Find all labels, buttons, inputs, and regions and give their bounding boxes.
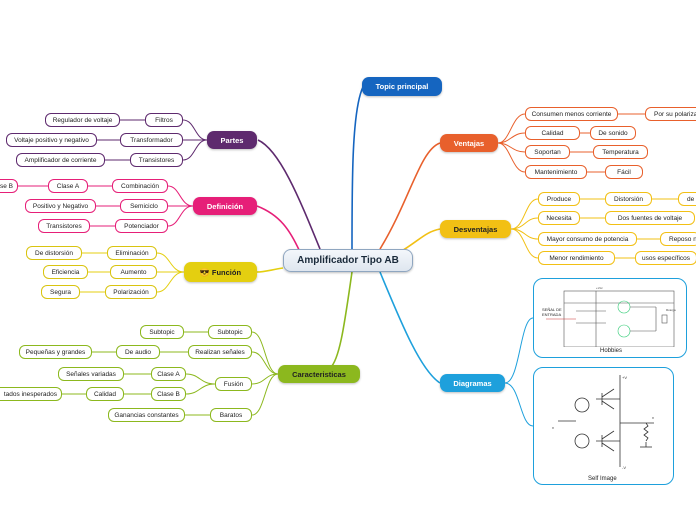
definicion-item[interactable]: Semiciclo [120, 199, 168, 213]
definicion-subsubitem[interactable]: se B [0, 179, 18, 193]
definicion-item[interactable]: Potenciador [115, 219, 168, 233]
desventajas-item[interactable]: Mayor consumo de potencia [538, 232, 637, 246]
ventajas-item[interactable]: Consumen menos corriente [525, 107, 618, 121]
ventajas-subitem[interactable]: De sonido [590, 126, 636, 140]
topic-funcion-label: Función [211, 267, 242, 277]
funcion-subitem[interactable]: Eficiencia [43, 265, 88, 279]
signal-input-label: SEÑAL DE ENTRADA [542, 307, 562, 317]
partes-item[interactable]: Transformador [120, 133, 183, 147]
transistor-schematic-icon: +V -V v v [552, 375, 654, 470]
definicion-subitem[interactable]: Positivo y Negativo [25, 199, 96, 213]
caracteristicas-item[interactable]: Realizan señales [188, 345, 252, 359]
central-topic[interactable]: Amplificador Tipo AB [283, 249, 413, 272]
topic-ventajas[interactable]: Ventajas [440, 134, 498, 152]
caracteristicas-subsubitem[interactable]: Pequeñas y grandes [19, 345, 92, 359]
topic-definicion[interactable]: Definición [193, 197, 257, 215]
funcion-subitem[interactable]: De distorsión [26, 246, 82, 260]
caracteristicas-subitem[interactable]: Ganancias constantes [108, 408, 185, 422]
amplifier-schematic-icon: +Vcc Rcarga [546, 286, 676, 347]
svg-text:v: v [652, 415, 654, 420]
caracteristicas-subitem[interactable]: Subtopic [140, 325, 184, 339]
ventajas-subitem[interactable]: Temperatura [593, 145, 648, 159]
partes-subitem[interactable]: Regulador de voltaje [45, 113, 120, 127]
topic-desventajas[interactable]: Desventajas [440, 220, 511, 238]
caracteristicas-subitem[interactable]: Clase B [151, 387, 186, 401]
desventajas-subsubitem[interactable]: de [678, 192, 696, 206]
funcion-item[interactable]: Eliminación [107, 246, 157, 260]
desventajas-item[interactable]: Produce [538, 192, 580, 206]
desventajas-subitem[interactable]: usos específicos [635, 251, 696, 265]
circuit-diagram-image[interactable]: +Vcc Rcarga SEÑAL DE ENTRADA Hobbies [533, 278, 687, 358]
topic-diagramas[interactable]: Diagramas [440, 374, 505, 392]
svg-text:+V: +V [622, 375, 627, 380]
definicion-subitem[interactable]: Clase A [48, 179, 88, 193]
funcion-item[interactable]: Polarización [105, 285, 157, 299]
svg-text:v: v [552, 425, 554, 430]
caracteristicas-subsubitem[interactable]: Señales variadas [58, 367, 124, 381]
partes-subitem[interactable]: Amplificador de corriente [16, 153, 105, 167]
ventajas-item[interactable]: Calidad [525, 126, 580, 140]
caracteristicas-item[interactable]: Fusión [215, 377, 252, 391]
partes-item[interactable]: Transistores [130, 153, 183, 167]
sunglasses-emoji-icon: 😎 [199, 267, 210, 277]
funcion-item[interactable]: Aumento [110, 265, 157, 279]
caracteristicas-item[interactable]: Baratos [210, 408, 252, 422]
caracteristicas-subsubsubitem[interactable]: tados inesperados [0, 387, 62, 401]
desventajas-item[interactable]: Menor rendimiento [538, 251, 615, 265]
topic-partes[interactable]: Partes [207, 131, 257, 149]
funcion-subitem[interactable]: Segura [41, 285, 80, 299]
transistor-diagram-image[interactable]: +V -V v v Self Image [533, 367, 674, 485]
caracteristicas-subitem[interactable]: Clase A [151, 367, 186, 381]
desventajas-subitem[interactable]: Distorsión [605, 192, 652, 206]
topic-funcion[interactable]: 😎 Función [184, 262, 257, 282]
image-caption-self-image: Self Image [588, 476, 617, 482]
desventajas-subitem[interactable]: Dos fuentes de voltaje [605, 211, 695, 225]
desventajas-item[interactable]: Necesita [538, 211, 580, 225]
definicion-subitem[interactable]: Transistores [38, 219, 90, 233]
definicion-item[interactable]: Combinación [112, 179, 168, 193]
caracteristicas-subitem[interactable]: De audio [116, 345, 160, 359]
ventajas-subitem[interactable]: Por su polarización [645, 107, 696, 121]
svg-text:Rcarga: Rcarga [666, 308, 676, 312]
image-caption-hobbies: Hobbies [600, 348, 623, 354]
ventajas-item[interactable]: Soportan [525, 145, 570, 159]
partes-item[interactable]: Filtros [145, 113, 183, 127]
desventajas-subitem[interactable]: Reposo n [660, 232, 696, 246]
topic-principal[interactable]: Topic principal [362, 77, 442, 96]
svg-text:+Vcc: +Vcc [596, 286, 603, 290]
ventajas-item[interactable]: Mantenimiento [525, 165, 587, 179]
ventajas-subitem[interactable]: Fácil [605, 165, 643, 179]
partes-subitem[interactable]: Voltaje positivo y negativo [6, 133, 97, 147]
caracteristicas-subsubitem[interactable]: Calidad [86, 387, 124, 401]
svg-text:-V: -V [622, 465, 626, 470]
topic-caracteristicas[interactable]: Caracteristicas [278, 365, 360, 383]
caracteristicas-item[interactable]: Subtopic [208, 325, 252, 339]
